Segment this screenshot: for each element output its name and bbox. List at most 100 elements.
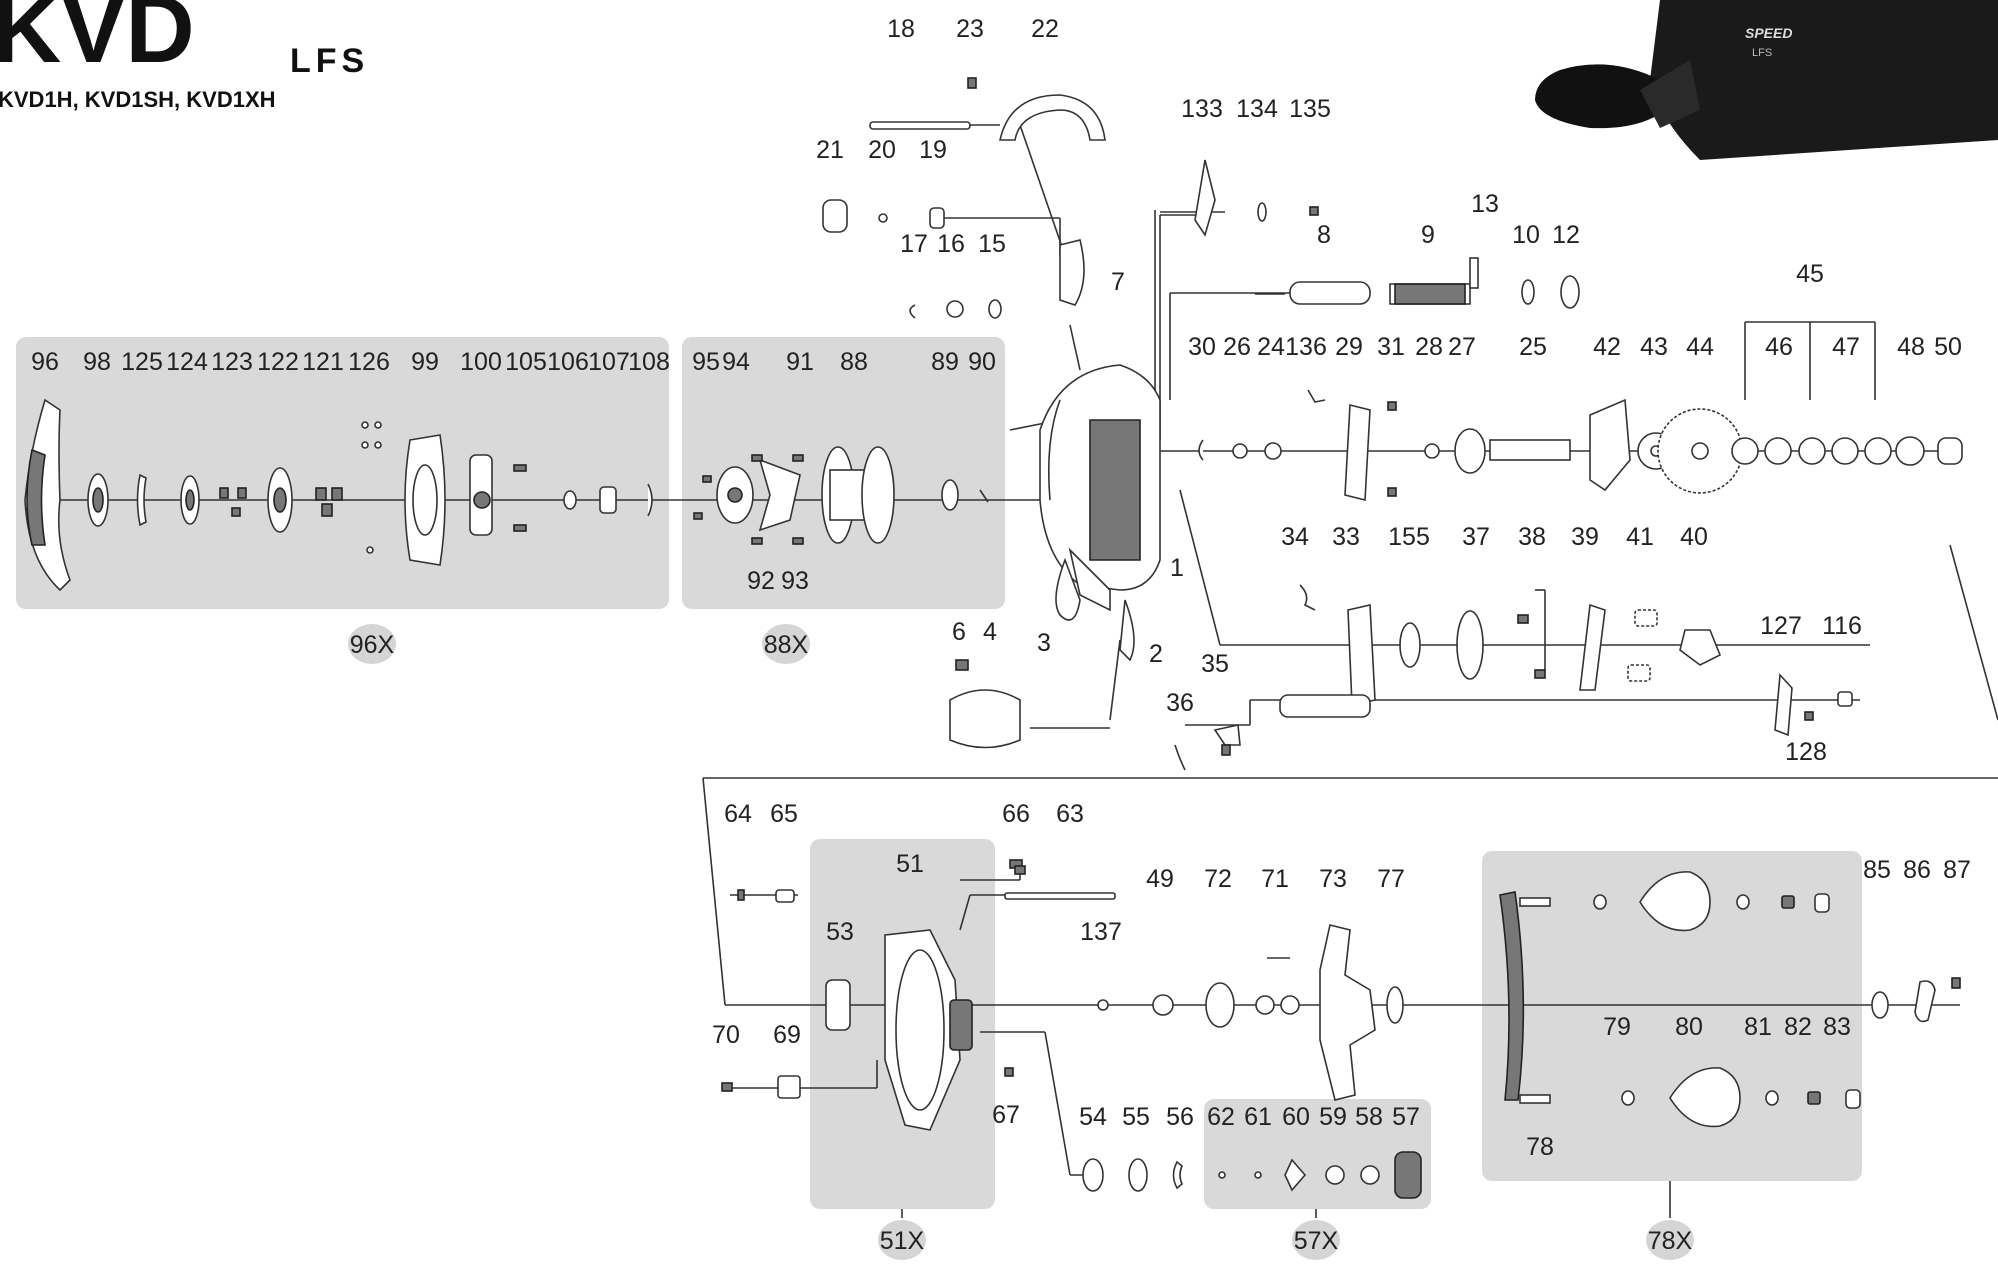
label-50: 50: [1934, 333, 1962, 361]
photo-badge-2: LFS: [1752, 47, 1772, 59]
label-9: 9: [1421, 221, 1435, 249]
label-34: 34: [1281, 523, 1309, 551]
label-53: 53: [826, 918, 854, 946]
group-label-96x: 96X: [348, 624, 396, 664]
label-155: 155: [1388, 523, 1430, 551]
label-80: 80: [1675, 1013, 1703, 1041]
label-77: 77: [1377, 865, 1405, 893]
svg-text:88X: 88X: [764, 631, 809, 659]
label-116: 116: [1822, 612, 1862, 640]
label-6: 6: [952, 618, 966, 646]
group-label-78x: 78X: [1646, 1181, 1694, 1260]
label-63: 63: [1056, 800, 1084, 828]
label-69: 69: [773, 1021, 801, 1049]
label-90: 90: [968, 348, 996, 376]
svg-text:78X: 78X: [1648, 1227, 1693, 1255]
label-54: 54: [1079, 1103, 1107, 1131]
model-list: KVD1H, KVD1SH, KVD1XH: [0, 87, 276, 112]
parts-lower-shaft: [721, 859, 1422, 1199]
group-label-57x: 57X: [1292, 1209, 1340, 1260]
group-96x-panel: [16, 337, 669, 609]
label-10: 10: [1512, 221, 1540, 249]
svg-text:96X: 96X: [350, 631, 395, 659]
label-79: 79: [1603, 1013, 1631, 1041]
part-number-labels: 18 23 22 21 20 19 17 16 15 7 133 134 135…: [31, 15, 1971, 1161]
parts-upper-cluster: [822, 77, 1580, 319]
label-66: 66: [1002, 800, 1030, 828]
label-7: 7: [1111, 268, 1125, 296]
svg-text:51X: 51X: [880, 1227, 925, 1255]
label-58: 58: [1355, 1103, 1383, 1131]
label-100: 100: [460, 348, 502, 376]
label-67: 67: [992, 1101, 1020, 1129]
label-107: 107: [588, 348, 630, 376]
label-98: 98: [83, 348, 111, 376]
label-85: 85: [1863, 856, 1891, 884]
label-106: 106: [547, 348, 589, 376]
label-91: 91: [786, 348, 814, 376]
label-133: 133: [1181, 95, 1223, 123]
label-41: 41: [1626, 523, 1654, 551]
label-83: 83: [1823, 1013, 1851, 1041]
label-87: 87: [1943, 856, 1971, 884]
label-89: 89: [931, 348, 959, 376]
label-33: 33: [1332, 523, 1360, 551]
group-label-88x: 88X: [762, 624, 810, 664]
label-49: 49: [1146, 865, 1174, 893]
parts-gear-row: [1198, 389, 1963, 502]
label-30: 30: [1188, 333, 1216, 361]
svg-text:57X: 57X: [1294, 1227, 1339, 1255]
brand-header: KVD LFS KVD1H, KVD1SH, KVD1XH: [0, 0, 369, 112]
label-70: 70: [712, 1021, 740, 1049]
label-61: 61: [1244, 1103, 1272, 1131]
label-135: 135: [1289, 95, 1331, 123]
label-71: 71: [1261, 865, 1289, 893]
label-108: 108: [628, 348, 670, 376]
label-94: 94: [722, 348, 750, 376]
label-28: 28: [1415, 333, 1443, 361]
label-78: 78: [1526, 1133, 1554, 1161]
product-photo: SPEED LFS: [1535, 0, 1998, 160]
frame-assembly: [949, 364, 1161, 749]
label-122: 122: [257, 348, 299, 376]
label-93: 93: [781, 567, 809, 595]
label-99: 99: [411, 348, 439, 376]
label-29: 29: [1335, 333, 1363, 361]
label-42: 42: [1593, 333, 1621, 361]
label-43: 43: [1640, 333, 1668, 361]
label-17: 17: [900, 230, 928, 258]
label-36: 36: [1166, 689, 1194, 717]
label-126: 126: [348, 348, 390, 376]
label-137: 137: [1080, 918, 1122, 946]
label-47: 47: [1832, 333, 1860, 361]
photo-badge: SPEED: [1745, 25, 1792, 41]
label-44: 44: [1686, 333, 1714, 361]
label-60: 60: [1282, 1103, 1310, 1131]
label-123: 123: [211, 348, 253, 376]
label-124: 124: [166, 348, 208, 376]
label-26: 26: [1223, 333, 1251, 361]
label-12: 12: [1552, 221, 1580, 249]
label-105: 105: [505, 348, 547, 376]
label-128: 128: [1785, 738, 1827, 766]
label-56: 56: [1166, 1103, 1194, 1131]
label-62: 62: [1207, 1103, 1235, 1131]
label-86: 86: [1903, 856, 1931, 884]
brand-suffix: LFS: [290, 42, 369, 80]
label-31: 31: [1377, 333, 1405, 361]
parts-88x-row: [693, 446, 989, 545]
label-38: 38: [1518, 523, 1546, 551]
label-13: 13: [1471, 190, 1499, 218]
label-3: 3: [1037, 629, 1051, 657]
label-21: 21: [816, 136, 844, 164]
parts-handle: [1499, 871, 1961, 1128]
label-81: 81: [1744, 1013, 1772, 1041]
label-2: 2: [1149, 640, 1163, 668]
label-18: 18: [887, 15, 915, 43]
label-35: 35: [1201, 650, 1229, 678]
label-136: 136: [1285, 333, 1327, 361]
label-20: 20: [868, 136, 896, 164]
brand-logo: KVD: [0, 0, 195, 83]
label-27: 27: [1448, 333, 1476, 361]
